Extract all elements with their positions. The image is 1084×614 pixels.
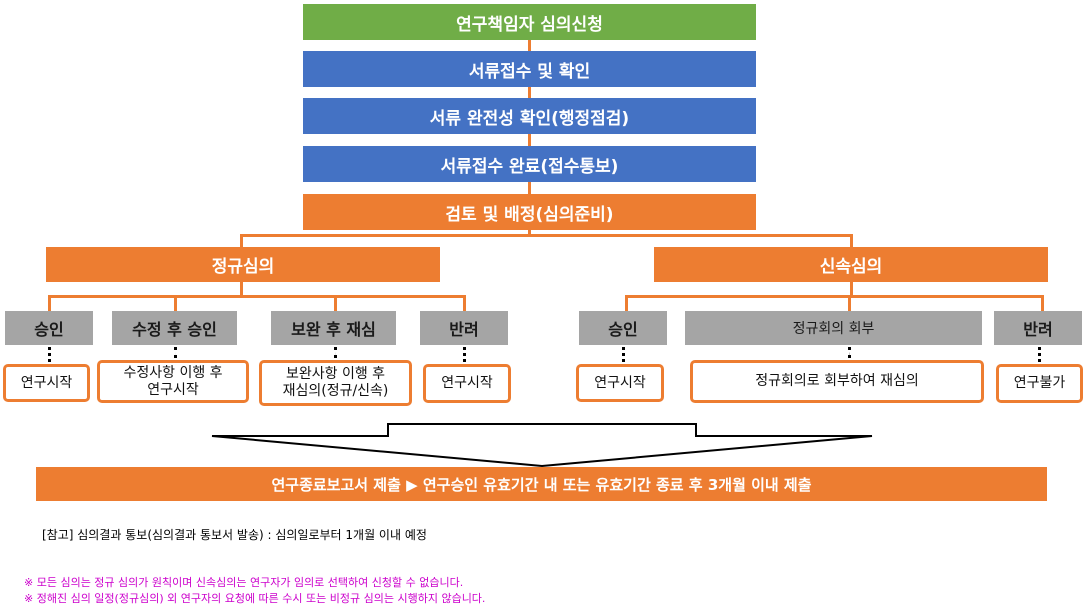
- expedited-drop-refer: [848, 295, 851, 311]
- expedited-refer-label: 정규회의 회부: [685, 311, 982, 345]
- regular-approve-label: 승인: [5, 311, 93, 345]
- step-receipt-complete: 서류접수 완료(접수통보): [303, 146, 756, 182]
- expedited-reject-label: 반려: [994, 311, 1082, 345]
- branch-top-line: [240, 234, 852, 237]
- regular-revise-label: 수정 후 승인: [112, 311, 237, 345]
- main-spine-line: [528, 40, 531, 235]
- dotted-connector: [622, 347, 628, 362]
- regular-supplement-result: 보완사항 이행 후 재심의(정규/신속): [259, 360, 412, 406]
- expedited-drop-reject: [1041, 295, 1044, 311]
- policy-note-2: ※ 정해진 심의 일정(정규심의) 외 연구자의 요청에 따른 수시 또는 비정…: [24, 592, 486, 605]
- regular-drop-revise: [174, 295, 177, 311]
- expedited-reject-result: 연구불가: [996, 364, 1083, 403]
- regular-reject-label: 반려: [420, 311, 508, 345]
- regular-drop-supplement: [334, 295, 337, 311]
- step-review-assign: 검토 및 배정(심의준비): [303, 194, 756, 230]
- expedited-branch-line: [625, 295, 1044, 298]
- dotted-connector: [1038, 347, 1044, 362]
- regular-revise-result: 수정사항 이행 후 연구시작: [97, 360, 249, 403]
- branch-right-drop: [850, 234, 853, 248]
- dotted-connector: [174, 347, 180, 358]
- final-report-bar: 연구종료보고서 제출 ▶ 연구승인 유효기간 내 또는 유효기간 종료 후 3개…: [36, 467, 1047, 501]
- expedited-approve-label: 승인: [579, 311, 667, 345]
- regular-reject-result: 연구시작: [423, 364, 511, 403]
- expedited-approve-result: 연구시작: [576, 364, 664, 402]
- regular-stem: [240, 282, 243, 296]
- dotted-connector: [848, 347, 854, 358]
- dotted-connector: [463, 347, 469, 362]
- expedited-drop-approve: [625, 295, 628, 311]
- dotted-connector: [334, 347, 340, 358]
- regular-supplement-label: 보완 후 재심: [271, 311, 396, 345]
- down-arrow-icon: [211, 423, 873, 468]
- regular-drop-reject: [463, 295, 466, 311]
- branch-left-drop: [240, 234, 243, 248]
- regular-approve-result: 연구시작: [3, 364, 90, 402]
- policy-note-1: ※ 모든 심의는 정규 심의가 원칙이며 신속심의는 연구자가 임의로 선택하여…: [24, 576, 464, 589]
- regular-drop-approve: [48, 295, 51, 311]
- expedited-review-box: 신속심의: [654, 247, 1048, 282]
- step-admin-check: 서류 완전성 확인(행정점검): [303, 98, 756, 134]
- regular-review-box: 정규심의: [46, 247, 440, 282]
- reference-note: [참고] 심의결과 통보(심의결과 통보서 발송) : 심의일로부터 1개월 이…: [42, 528, 427, 542]
- regular-branch-line: [48, 295, 466, 298]
- expedited-refer-result: 정규회의로 회부하여 재심의: [690, 360, 984, 403]
- step-receive: 서류접수 및 확인: [303, 51, 756, 87]
- expedited-stem: [850, 282, 853, 296]
- step-apply: 연구책임자 심의신청: [303, 4, 756, 40]
- dotted-connector: [48, 347, 54, 362]
